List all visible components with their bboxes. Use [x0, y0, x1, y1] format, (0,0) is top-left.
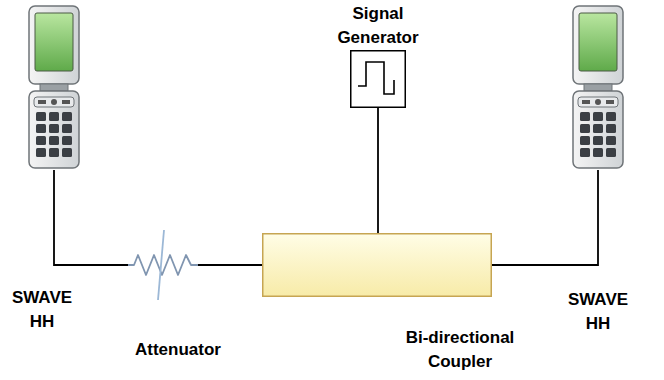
att-symbol [128, 228, 198, 302]
handset-node: SWAVE HH [28, 5, 80, 170]
node-label: SWAVE HH [560, 288, 636, 336]
cable-line [198, 264, 262, 266]
gen-symbol [350, 50, 406, 108]
phone-symbol [28, 5, 80, 170]
cable-line [377, 108, 379, 233]
node-label: Bi-directional Coupler [395, 326, 525, 374]
node-label: Attenuator [108, 338, 248, 362]
attenuator-node: Attenuator [128, 228, 198, 302]
node-label: SWAVE HH [4, 286, 80, 334]
phone-symbol [572, 5, 624, 170]
handset-node: SWAVE HH [572, 5, 624, 170]
cable-line [492, 170, 598, 265]
cable-line [54, 170, 128, 265]
coupler-symbol [262, 233, 492, 297]
signal-generator-node: Signal Generator [350, 50, 406, 108]
coupler-node: Bi-directional Coupler [262, 233, 492, 297]
node-label: Signal Generator [318, 2, 438, 50]
